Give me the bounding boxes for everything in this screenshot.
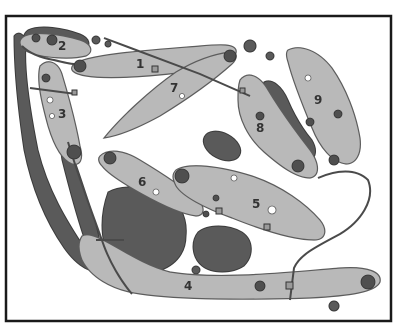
square-markers xyxy=(71,65,294,290)
square-marker xyxy=(285,281,294,290)
white-inclusions xyxy=(46,74,312,215)
dark-dot xyxy=(191,265,201,275)
white-inclusion xyxy=(179,93,185,99)
square-marker xyxy=(151,65,159,73)
region-4-shape xyxy=(78,234,381,300)
dark-node xyxy=(360,274,376,290)
dark-node xyxy=(66,144,82,160)
white-inclusion xyxy=(152,188,160,196)
grey-regions xyxy=(19,32,381,300)
dark-node xyxy=(202,210,210,218)
white-inclusion xyxy=(49,113,55,119)
region-5-shape xyxy=(172,165,326,241)
dark-node xyxy=(41,73,51,83)
region-label-3: 3 xyxy=(58,107,66,121)
region-label-6: 6 xyxy=(138,175,146,189)
dark-node xyxy=(254,280,266,292)
square-marker xyxy=(71,89,78,96)
region-label-2: 2 xyxy=(58,39,66,53)
right-dark-blob xyxy=(192,225,252,273)
region-label-9: 9 xyxy=(314,93,322,107)
dark-node xyxy=(31,33,41,43)
white-inclusion xyxy=(304,74,312,82)
dark-node xyxy=(333,109,343,119)
region-label-5: 5 xyxy=(252,197,260,211)
square-marker xyxy=(263,223,271,231)
dark-node xyxy=(46,34,58,46)
top-left-filament xyxy=(21,45,75,65)
dark-node xyxy=(103,151,117,165)
dark-masses xyxy=(13,26,379,312)
square-marker xyxy=(215,207,223,215)
diagonal-filament xyxy=(103,37,251,97)
white-inclusion xyxy=(267,205,277,215)
dark-node xyxy=(305,117,315,127)
region-label-7: 7 xyxy=(170,81,178,95)
dark-node xyxy=(174,168,190,184)
region-8-shape xyxy=(237,74,319,179)
region-label-4: 4 xyxy=(184,279,192,293)
dark-node xyxy=(73,59,87,73)
dark-node xyxy=(328,154,340,166)
region-3-shape xyxy=(38,61,83,165)
region-label-8: 8 xyxy=(256,121,264,135)
dark-node xyxy=(212,194,220,202)
white-inclusion xyxy=(46,96,54,104)
region-labels: 1 2 3 4 5 6 7 8 9 xyxy=(58,39,322,293)
dark-nodes xyxy=(31,33,376,292)
region-label-1: 1 xyxy=(136,57,144,71)
dark-dot xyxy=(104,40,112,48)
filament-lines xyxy=(21,37,371,301)
dark-node xyxy=(255,111,265,121)
region-3-link-filament xyxy=(29,87,77,95)
dark-dot xyxy=(265,51,275,61)
dark-node xyxy=(291,159,305,173)
right-curve-filament xyxy=(289,170,371,301)
square-marker xyxy=(239,87,246,94)
dark-node xyxy=(223,49,237,63)
dark-dot xyxy=(91,35,101,45)
left-vertical-filament xyxy=(67,141,133,295)
region-6-shape xyxy=(98,150,204,217)
dark-dot xyxy=(328,300,340,312)
white-inclusion xyxy=(230,174,238,182)
dark-ellipse xyxy=(202,130,242,162)
dark-dot xyxy=(243,39,257,53)
